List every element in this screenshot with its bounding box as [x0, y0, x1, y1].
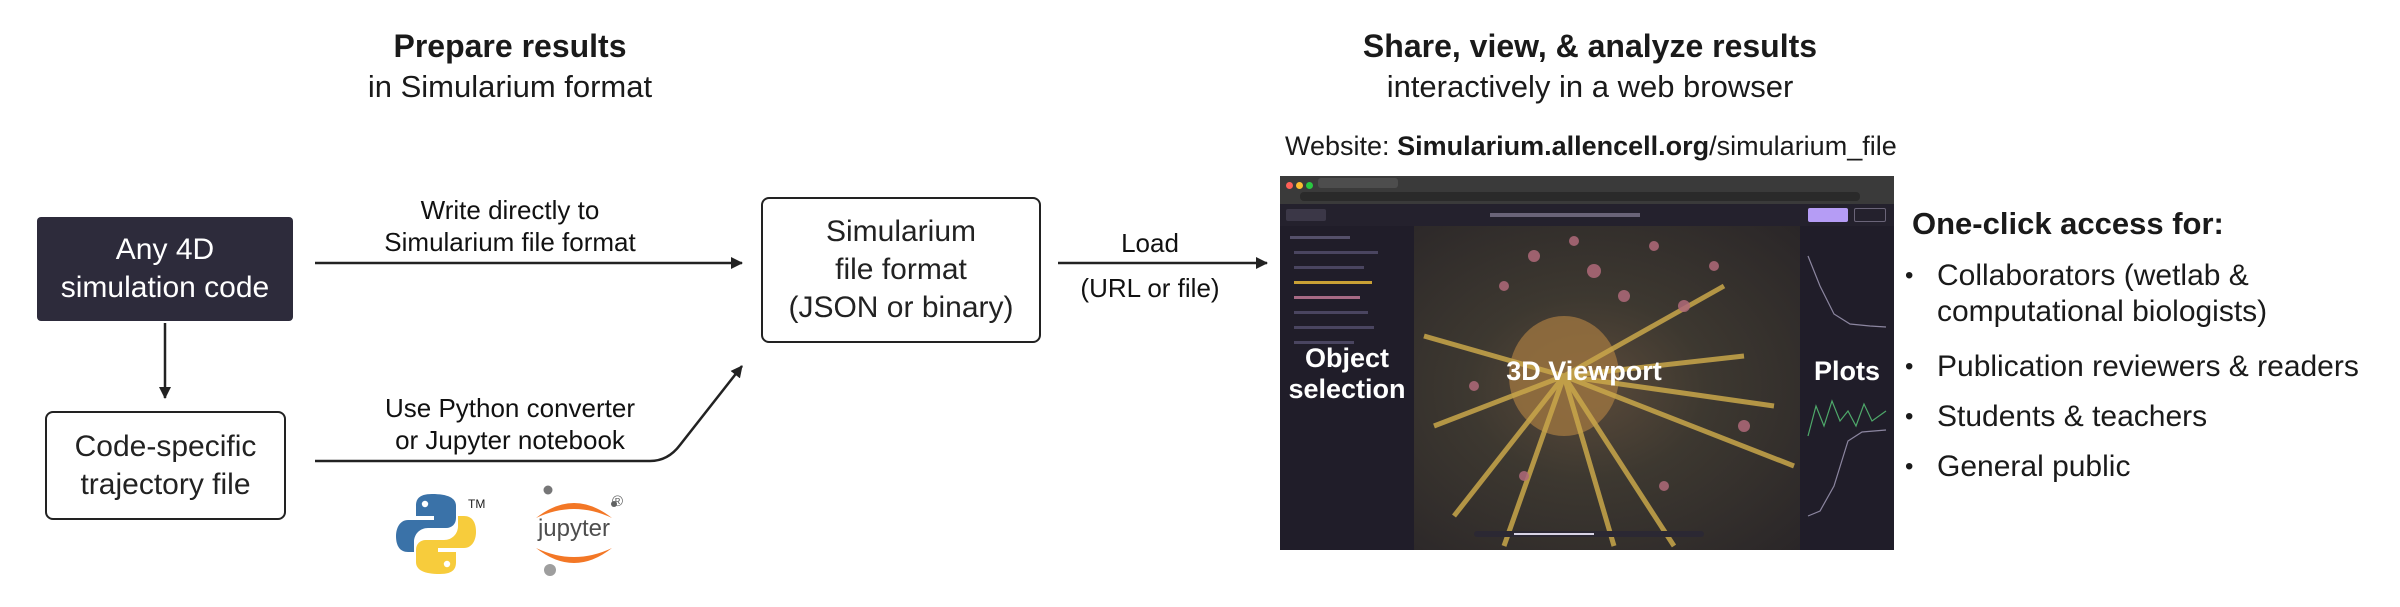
- maximize-dot-icon[interactable]: [1306, 182, 1313, 189]
- viewer-screenshot: Object selection 3D Viewport Plots: [1280, 176, 1894, 550]
- format-line3: (JSON or binary): [788, 291, 1014, 324]
- 3d-viewport[interactable]: [1414, 226, 1800, 550]
- viewer-appbar: [1280, 204, 1894, 226]
- website-line: Website: Simularium.allencell.org/simula…: [1285, 131, 1897, 162]
- trajectory-file-node: Code-specific trajectory file: [45, 411, 286, 520]
- file-title-bar: [1490, 213, 1640, 217]
- list-item: Collaborators (wetlab & computational bi…: [1905, 258, 2359, 330]
- access-list: Collaborators (wetlab & computational bi…: [1905, 258, 2359, 492]
- agent-panel: [1280, 226, 1414, 550]
- python-tm: TM: [468, 497, 486, 511]
- right-header-title: Share, view, & analyze results: [1362, 28, 1818, 64]
- address-bar[interactable]: [1300, 192, 1860, 201]
- minimize-dot-icon[interactable]: [1296, 182, 1303, 189]
- viewport-scene: [1423, 236, 1795, 548]
- right-header-subtitle: interactively in a web browser: [1386, 69, 1794, 104]
- website-domain[interactable]: Simularium.allencell.org: [1397, 131, 1710, 161]
- close-dot-icon[interactable]: [1286, 182, 1293, 189]
- plots-thumbnails: [1807, 255, 1887, 517]
- plots-label: Plots: [1813, 356, 1880, 386]
- simularium-format-node: Simularium file format (JSON or binary): [761, 197, 1041, 343]
- write-direct-line2: Simularium file format: [384, 227, 636, 257]
- website-path: /simularium_file: [1709, 131, 1897, 161]
- format-line2: file format: [835, 253, 967, 286]
- converter-line2: or Jupyter notebook: [395, 425, 625, 455]
- browser-tab[interactable]: [1318, 178, 1398, 188]
- load-label: Load: [1121, 228, 1179, 258]
- jupyter-wordmark: jupyter: [537, 515, 611, 542]
- list-item: Publication reviewers & readers: [1905, 342, 2359, 392]
- traj-file-line2: trajectory file: [80, 467, 251, 501]
- website-prefix: Website:: [1285, 131, 1398, 161]
- converter-line1: Use Python converter: [384, 393, 635, 423]
- share-button[interactable]: [1854, 208, 1886, 222]
- sim-code-node: Any 4D simulation code: [37, 217, 293, 321]
- format-line1: Simularium: [825, 215, 977, 248]
- left-header-title: Prepare results: [393, 28, 627, 64]
- 3d-viewport-label: 3D Viewport: [1506, 356, 1662, 386]
- browser-chrome: [1280, 176, 1894, 204]
- sim-code-line2: simulation code: [60, 271, 270, 304]
- converter-label: Use Python converter or Jupyter notebook: [340, 392, 680, 456]
- load-model-button[interactable]: [1808, 208, 1848, 222]
- object-selection-label: Object selection: [1288, 343, 1406, 404]
- python-logo-icon: [396, 494, 476, 574]
- jupyter-registered: ®: [612, 493, 624, 510]
- write-direct-line1: Write directly to: [420, 195, 600, 225]
- list-item: General public: [1905, 442, 2359, 492]
- sim-code-line1: Any 4D: [115, 233, 215, 266]
- jupyter-logo-icon: [536, 485, 617, 576]
- traj-file-line1: Code-specific: [74, 429, 257, 463]
- left-header: Prepare results in Simularium format: [300, 28, 720, 105]
- load-sub-label: (URL or file): [1080, 273, 1220, 303]
- access-title: One-click access for:: [1912, 206, 2224, 241]
- app-logo: [1286, 209, 1326, 221]
- list-item: Students & teachers: [1905, 392, 2359, 442]
- left-header-subtitle: in Simularium format: [367, 69, 653, 104]
- write-direct-label: Write directly to Simularium file format: [340, 194, 680, 258]
- right-header: Share, view, & analyze results interacti…: [1310, 28, 1870, 105]
- converter-arrow: [315, 365, 743, 463]
- plots-panel: [1800, 226, 1894, 550]
